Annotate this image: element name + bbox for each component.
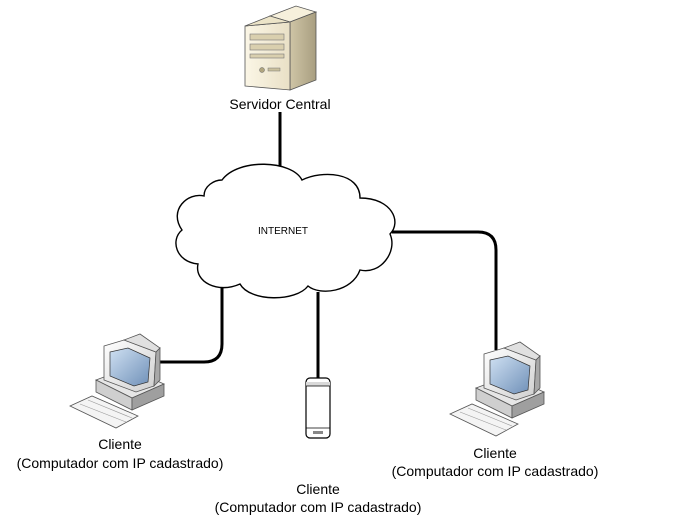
connection-lines xyxy=(152,112,498,380)
link-internet-client-right xyxy=(392,230,498,350)
internet-cloud xyxy=(175,163,396,299)
client-middle-mobile-icon xyxy=(305,377,331,439)
client-middle-name: Cliente xyxy=(296,481,340,497)
server-label: Servidor Central xyxy=(229,96,331,112)
server-tower-icon xyxy=(244,5,318,91)
client-right-name: Cliente xyxy=(473,445,517,461)
link-internet-client-left xyxy=(152,288,224,364)
client-left-detail: (Computador com IP cadastrado) xyxy=(16,455,224,471)
client-left-name: Cliente xyxy=(98,436,142,452)
client-right-computer-icon xyxy=(449,341,545,437)
client-right-detail: (Computador com IP cadastrado) xyxy=(391,463,599,479)
client-left-computer-icon xyxy=(69,333,165,429)
client-middle-detail: (Computador com IP cadastrado) xyxy=(214,499,422,515)
internet-label: INTERNET xyxy=(258,226,308,237)
